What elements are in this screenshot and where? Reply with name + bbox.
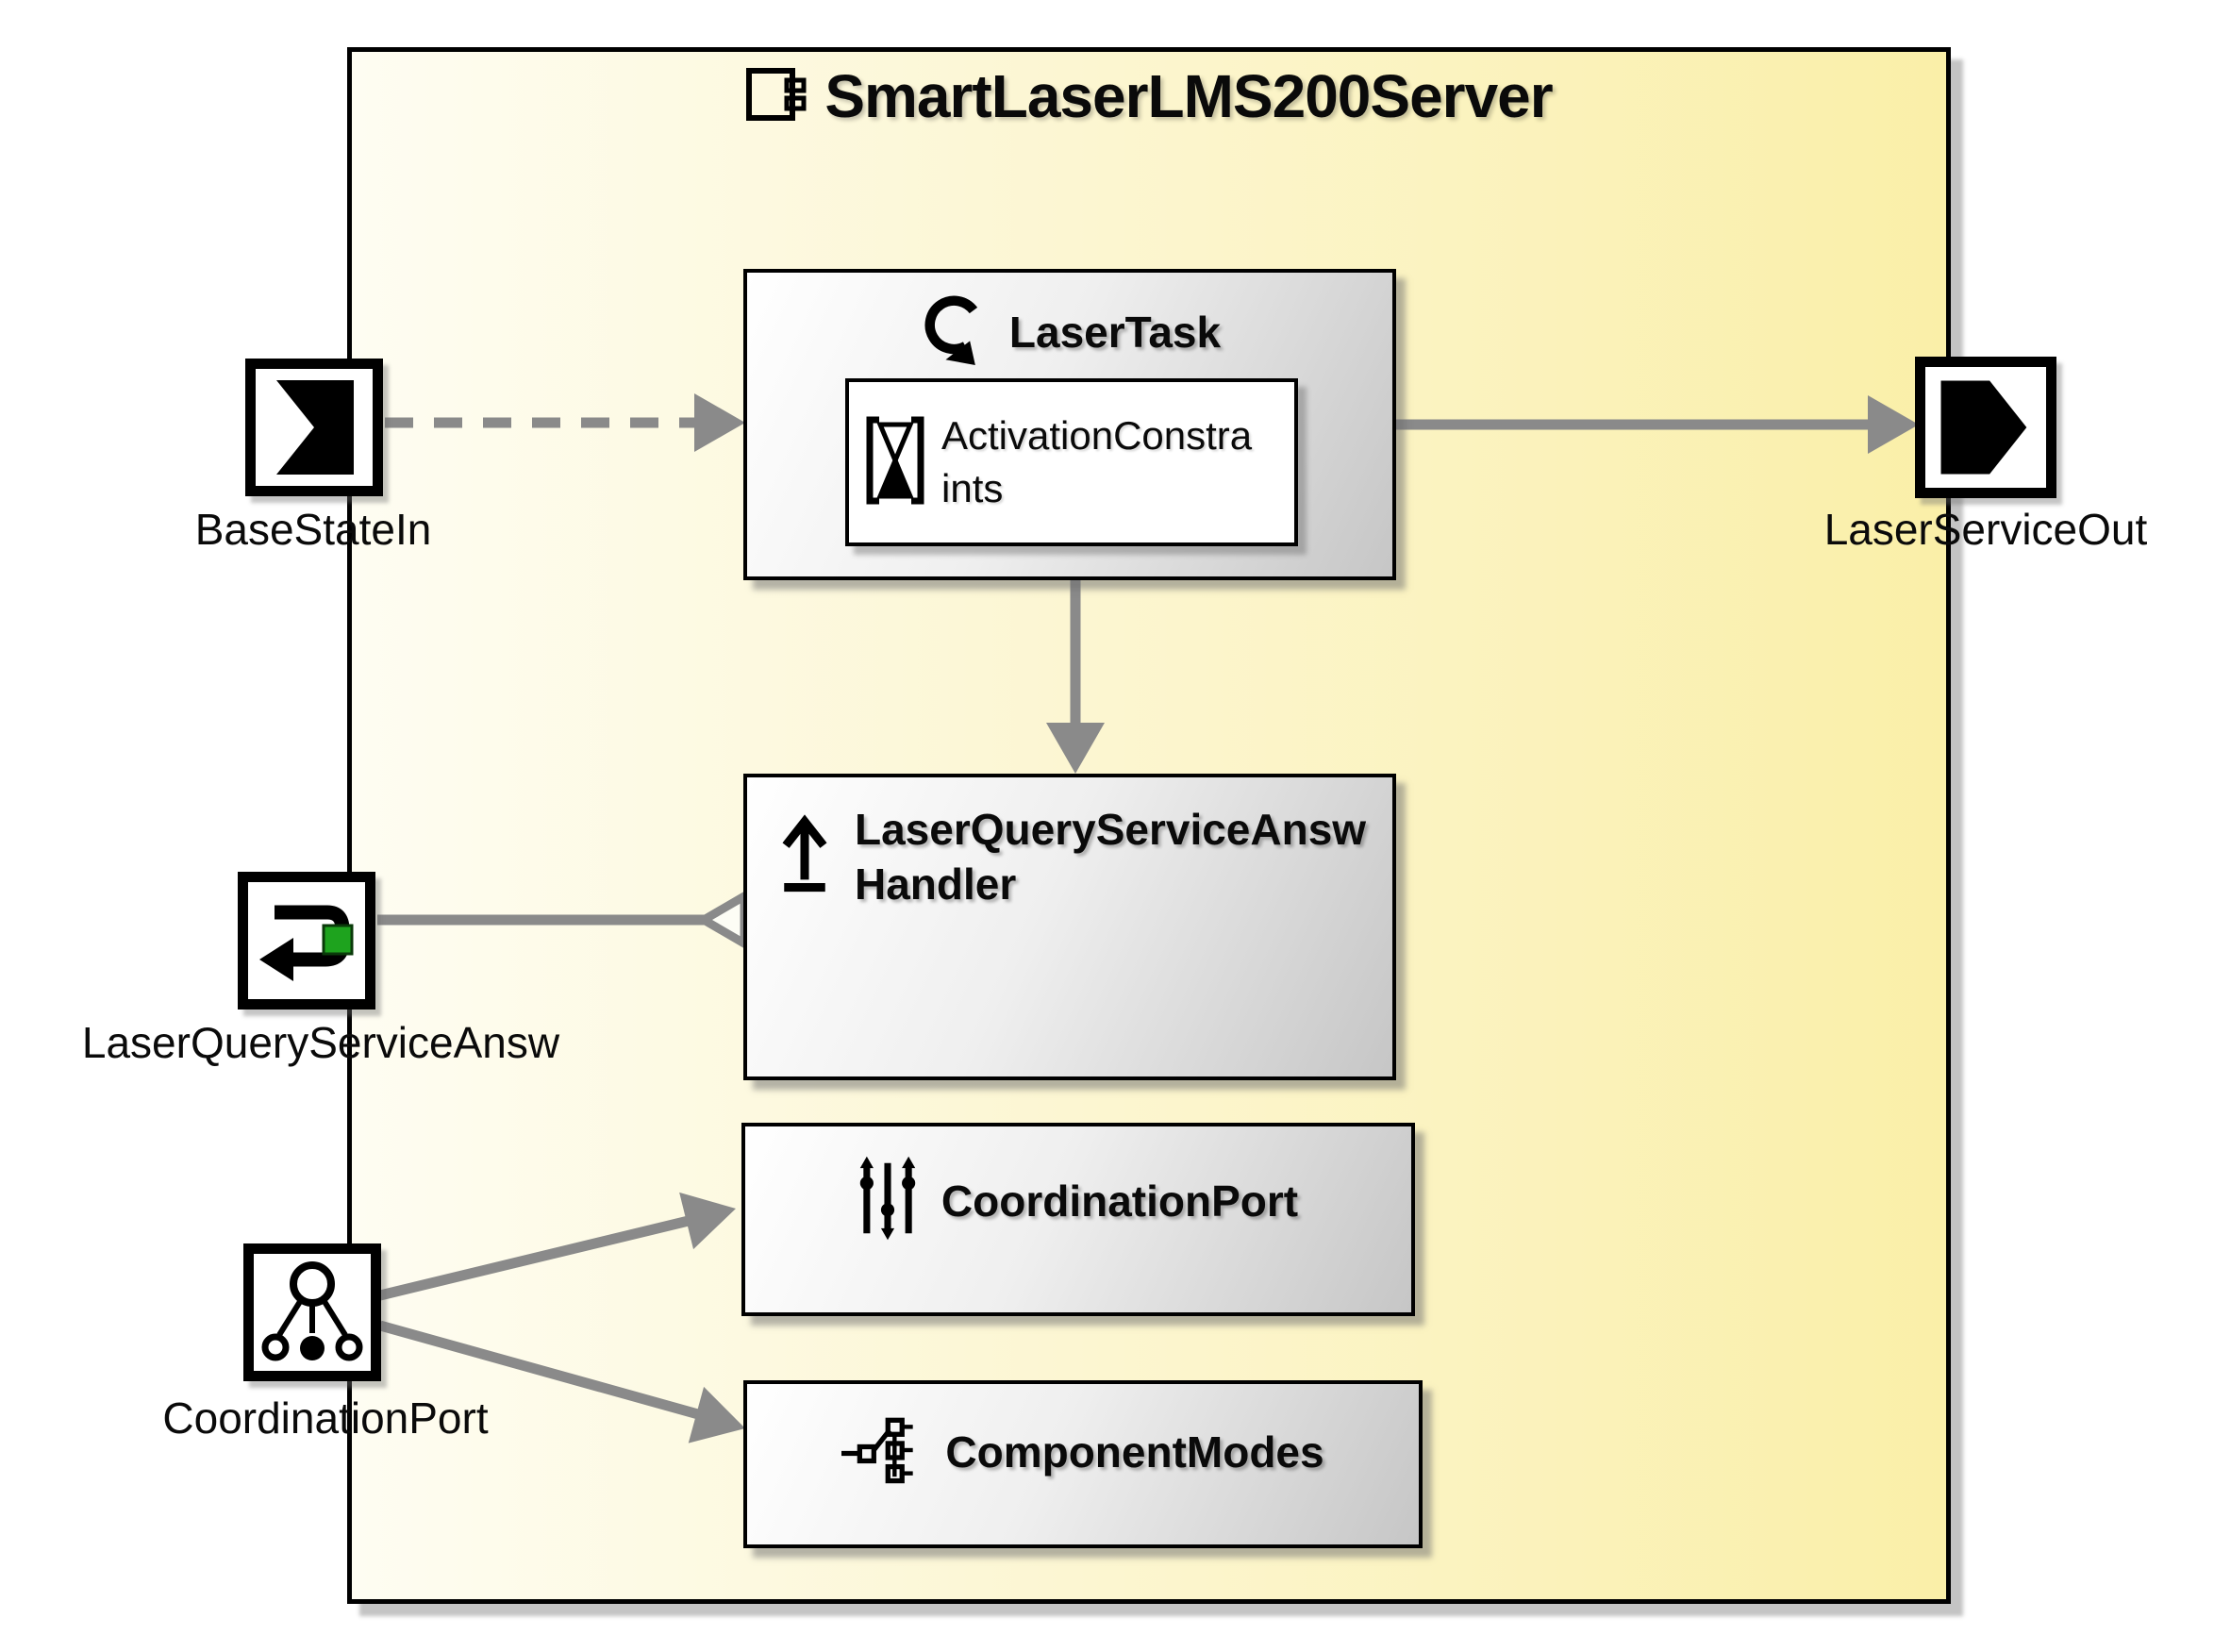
port-laser-query-service-answ[interactable] <box>238 872 375 1010</box>
component-modes-label: ComponentModes <box>945 1427 1324 1477</box>
connector-port-to-modes[interactable] <box>378 1320 753 1457</box>
answ-handler-label: LaserQueryServiceAnswHandler <box>855 805 1367 909</box>
upload-arrow-icon <box>777 808 832 909</box>
modes-tree-icon <box>841 1413 924 1492</box>
connector-answ-to-handler[interactable] <box>377 889 749 951</box>
activation-constraints-label: ActivationConstraints <box>941 413 1253 510</box>
port-base-state-in[interactable] <box>245 359 383 496</box>
component-icon <box>745 67 807 126</box>
answer-return-port-icon <box>259 905 354 981</box>
connector-base-to-task[interactable] <box>385 393 745 452</box>
element-coordination-port[interactable]: CoordinationPort <box>741 1123 1415 1316</box>
element-answ-handler[interactable]: LaserQueryServiceAnswHandler <box>743 774 1396 1080</box>
port-coordination[interactable] <box>243 1243 381 1381</box>
laser-task-label: LaserTask <box>1008 307 1222 357</box>
port-laser-service-out[interactable] <box>1915 357 2056 498</box>
output-arrow-port-icon <box>1940 380 2027 475</box>
task-loop-icon <box>919 290 990 374</box>
frame-title: SmartLaserLMS200Server <box>824 62 1553 130</box>
connector-task-to-out[interactable] <box>1396 395 1919 454</box>
coordination-master-port-icon <box>261 1261 363 1361</box>
input-flag-port-icon <box>276 380 354 475</box>
sliders-icon <box>858 1154 917 1247</box>
element-laser-task[interactable]: LaserTask ActivationConstraints <box>743 269 1396 580</box>
port-label-coordination: CoordinationPort <box>162 1393 489 1443</box>
element-component-modes[interactable]: ComponentModes <box>743 1380 1423 1548</box>
port-label-laser-query-service-answ: LaserQueryServiceAnsw <box>81 1018 560 1067</box>
coordination-box-label: CoordinationPort <box>941 1176 1299 1226</box>
port-label-base-state-in: BaseStateIn <box>194 505 432 554</box>
port-label-laser-service-out: LaserServiceOut <box>1823 505 2148 554</box>
connector-port-to-coordination[interactable] <box>378 1180 742 1301</box>
frame-title-row: SmartLaserLMS200Server <box>347 58 1951 134</box>
hourglass-brackets-icon <box>866 415 924 510</box>
element-activation-constraints[interactable]: ActivationConstraints <box>845 378 1298 546</box>
connector-task-to-handler[interactable] <box>1046 577 1105 774</box>
